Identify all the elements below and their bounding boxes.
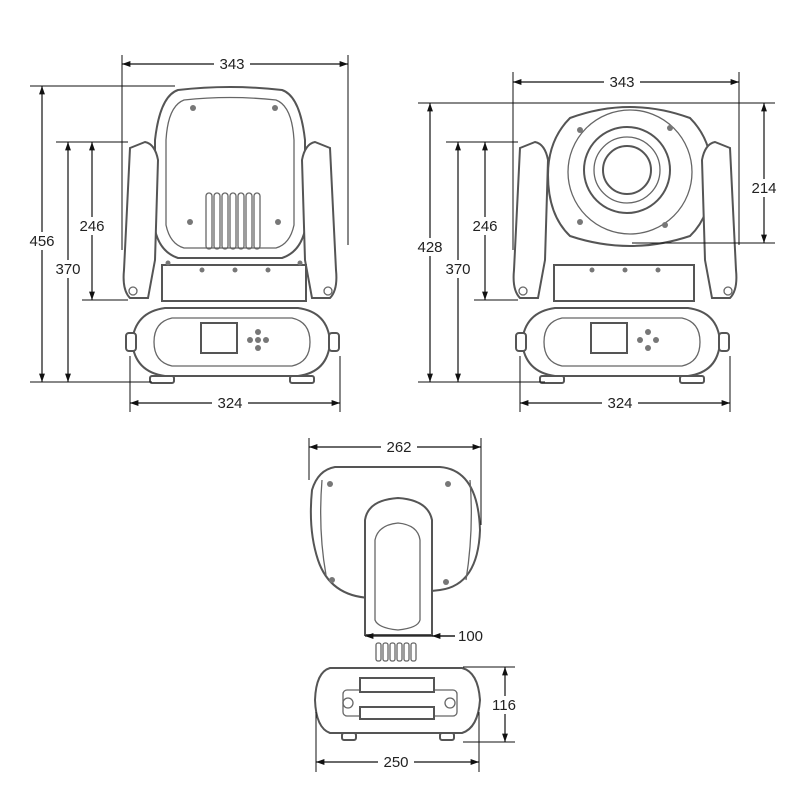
front-base-width-label: 324 <box>217 395 242 412</box>
front-inner-height-label: 246 <box>79 218 104 235</box>
front-arm-height-label: 370 <box>55 261 80 278</box>
lens-arm-height-label: 370 <box>445 261 470 278</box>
lens-inner-height-label: 246 <box>472 218 497 235</box>
front-width-label: 343 <box>219 56 244 73</box>
lens-base-width-label: 324 <box>607 395 632 412</box>
lens-view: 343 428 370 246 214 324 <box>412 72 783 412</box>
lens-fixture-body <box>512 106 738 384</box>
front-total-height-label: 456 <box>29 233 54 250</box>
side-fixture-body <box>309 466 482 741</box>
side-view: 262 100 116 250 <box>308 438 524 772</box>
front-fixture-body <box>122 86 340 384</box>
lens-width-label: 343 <box>609 74 634 91</box>
side-base-depth-label: 250 <box>383 754 408 771</box>
lens-total-height-label: 428 <box>417 239 442 256</box>
side-arm-width-label: 100 <box>458 628 483 645</box>
side-head-depth-label: 262 <box>386 439 411 456</box>
front-view: 343 456 370 246 324 <box>24 55 349 412</box>
lens-head-height-label: 214 <box>751 180 776 197</box>
side-base-height-label: 116 <box>492 697 516 714</box>
